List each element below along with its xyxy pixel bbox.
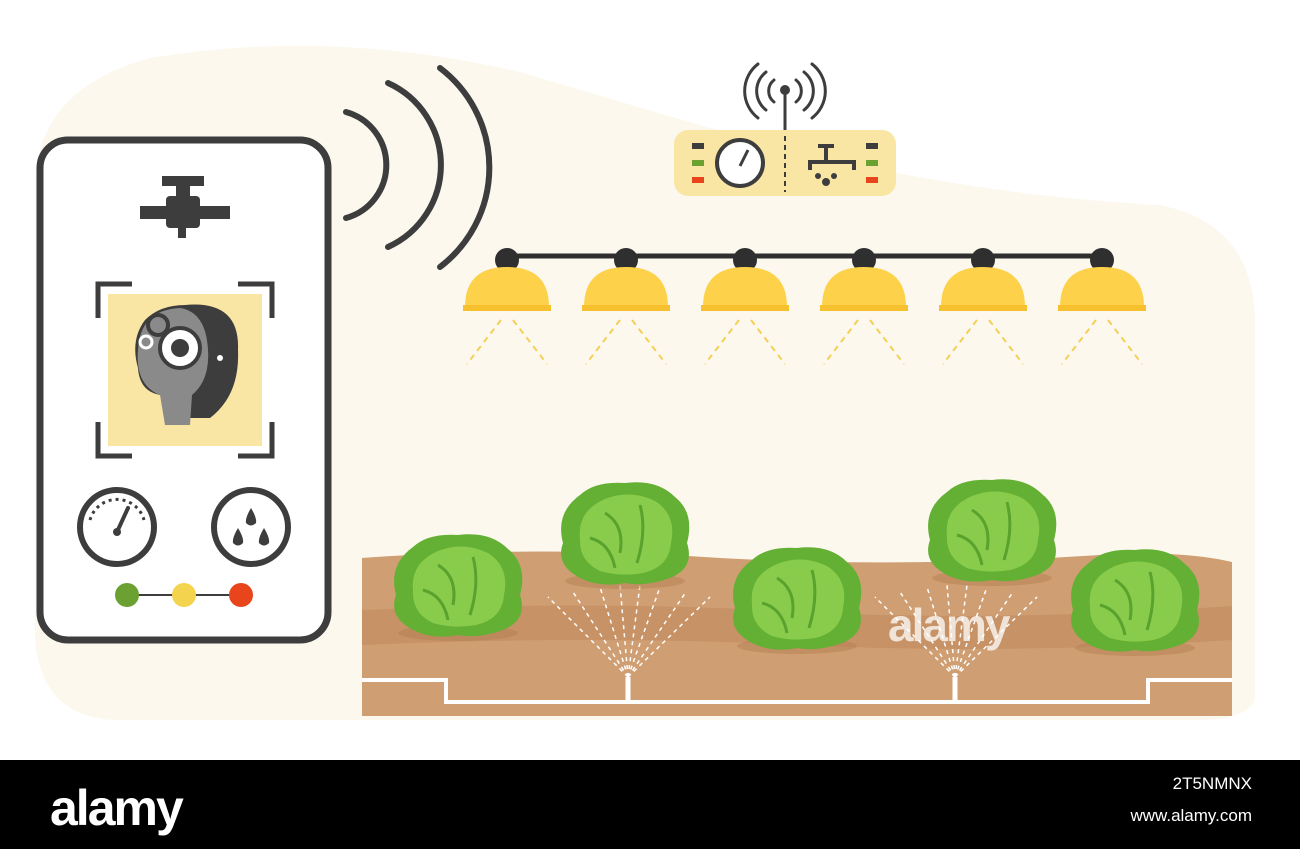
lettuce-icon — [559, 480, 691, 591]
image-id: 2T5NMNX — [1172, 774, 1252, 793]
brand-logo[interactable]: alamy — [50, 780, 184, 836]
tap-drops-icon — [808, 144, 856, 186]
lettuce-icon — [1069, 547, 1201, 658]
footer-bar: alamy 2T5NMNX www.alamy.com — [0, 760, 1300, 849]
control-box — [674, 62, 896, 196]
phone-device — [36, 136, 332, 644]
watermark: alamy — [888, 599, 1010, 651]
faucet-icon — [140, 176, 230, 238]
wifi-waves-icon — [343, 65, 493, 270]
gauge-icon — [77, 487, 157, 567]
smart-farm-illustration: alamy — [35, 45, 1256, 721]
indicator-yellow — [172, 583, 196, 607]
status-indicators — [115, 583, 253, 607]
lettuce-icon — [926, 477, 1058, 588]
indicator-red — [229, 583, 253, 607]
water-drops-icon — [211, 487, 291, 567]
grow-lamp-bar — [462, 247, 1147, 365]
antenna-signal-icon — [743, 62, 827, 120]
site-url[interactable]: www.alamy.com — [1130, 806, 1252, 825]
ai-head-gears-icon — [135, 304, 239, 425]
lettuce-icon — [392, 532, 524, 643]
scan-frame — [95, 281, 275, 459]
lettuce-icon — [731, 545, 863, 656]
indicator-green — [115, 583, 139, 607]
